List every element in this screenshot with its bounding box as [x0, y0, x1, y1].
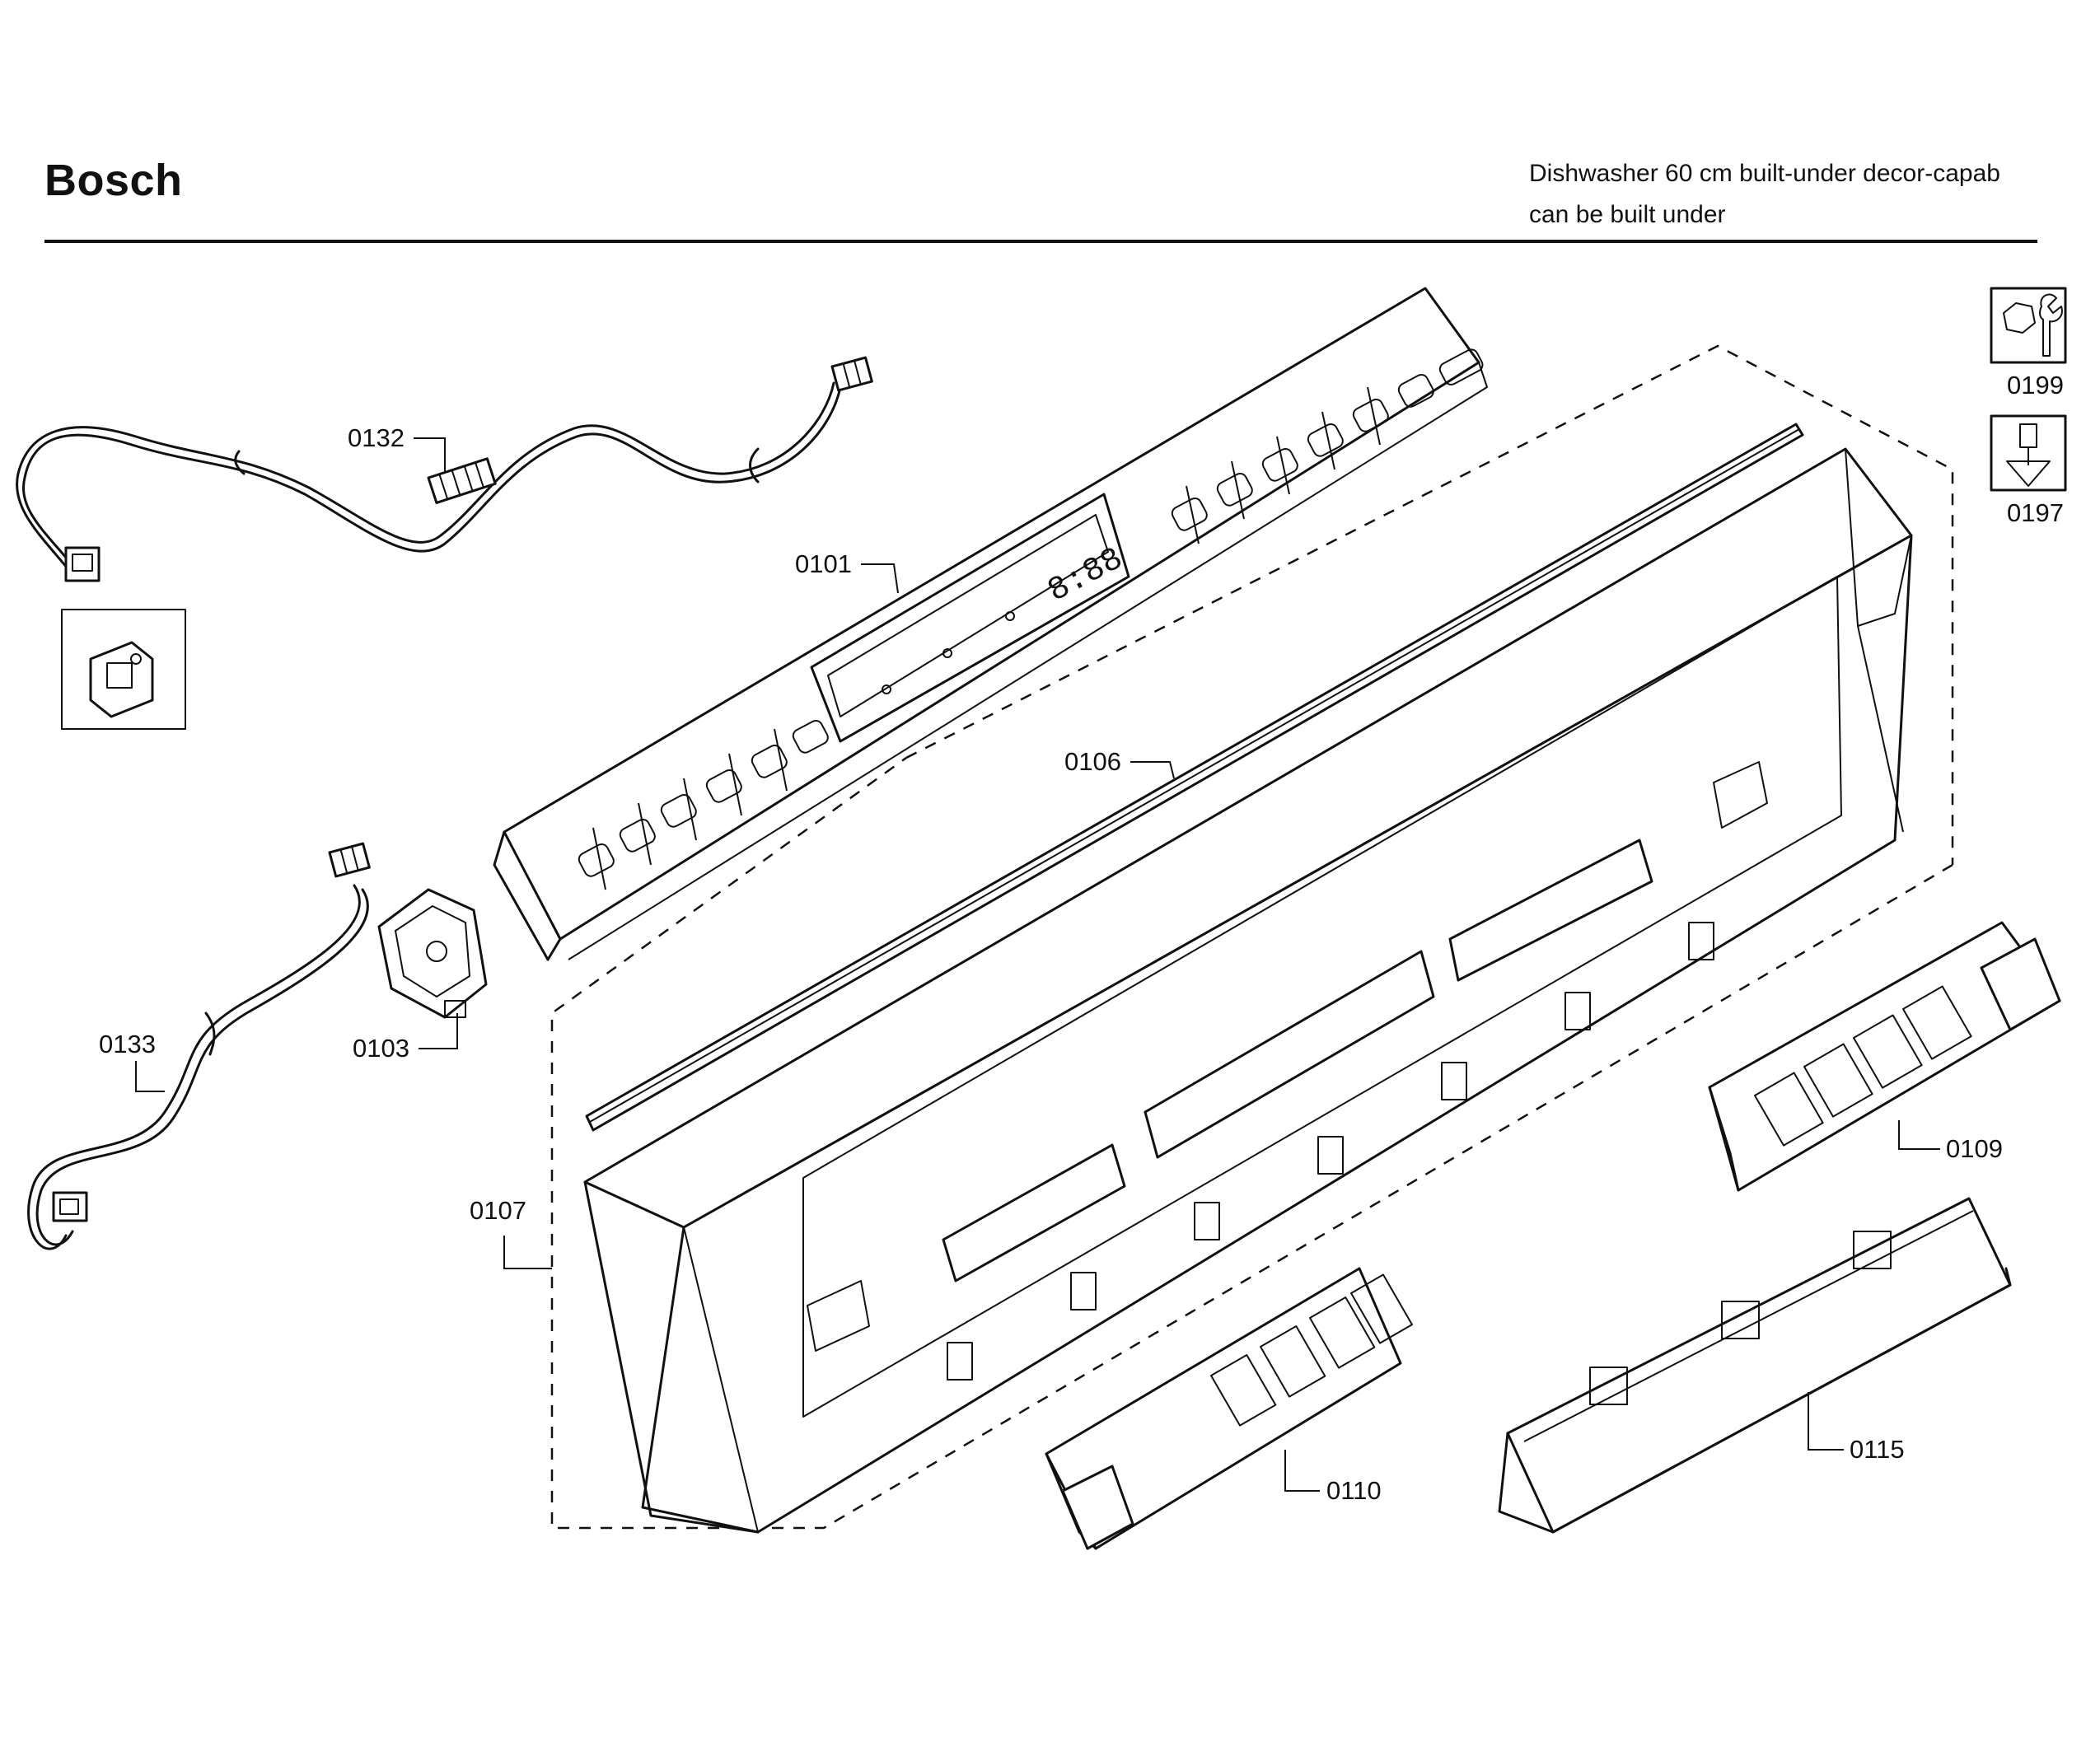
control-panel-0107 — [583, 447, 1913, 1534]
brand-title: Bosch — [44, 156, 183, 205]
callout-0101: 0101 — [795, 549, 852, 578]
callout-0106: 0106 — [1064, 747, 1121, 776]
tool-code-0197: 0197 — [2007, 498, 2064, 527]
model-line-2: can be built under — [1529, 201, 1726, 228]
cover-0115 — [1498, 1197, 2012, 1534]
model-line-1: Dishwasher 60 cm built-under decor-capab — [1529, 160, 2000, 187]
tool-code-0199: 0199 — [2007, 371, 2064, 399]
control-module-0101: 8:88 — [493, 287, 1488, 961]
callout-0103: 0103 — [353, 1034, 409, 1063]
connector-detail-box — [61, 609, 186, 730]
model-description: Dishwasher 60 cm built-under decor-capab… — [1529, 153, 2000, 236]
callout-0133: 0133 — [99, 1030, 156, 1058]
callout-0115: 0115 — [1850, 1435, 1905, 1464]
gasket-strip-0106 — [585, 423, 1804, 1132]
wire-harness-0132 — [16, 356, 873, 582]
assembly-boundary-upper — [905, 344, 1954, 865]
callout-0132: 0132 — [348, 423, 405, 452]
callout-0109: 0109 — [1946, 1134, 2003, 1163]
button-strip-0109 — [1708, 921, 2061, 1192]
callout-0110: 0110 — [1326, 1476, 1382, 1505]
button-strip-0110 — [1045, 1267, 1413, 1550]
screwdriver-icon — [1990, 414, 2067, 492]
callout-0107: 0107 — [470, 1196, 526, 1225]
header-divider — [44, 240, 2037, 243]
wire-lead-0133 — [27, 842, 371, 1250]
wrench-nut-icon — [1990, 287, 2067, 364]
switch-0103 — [377, 888, 488, 1019]
